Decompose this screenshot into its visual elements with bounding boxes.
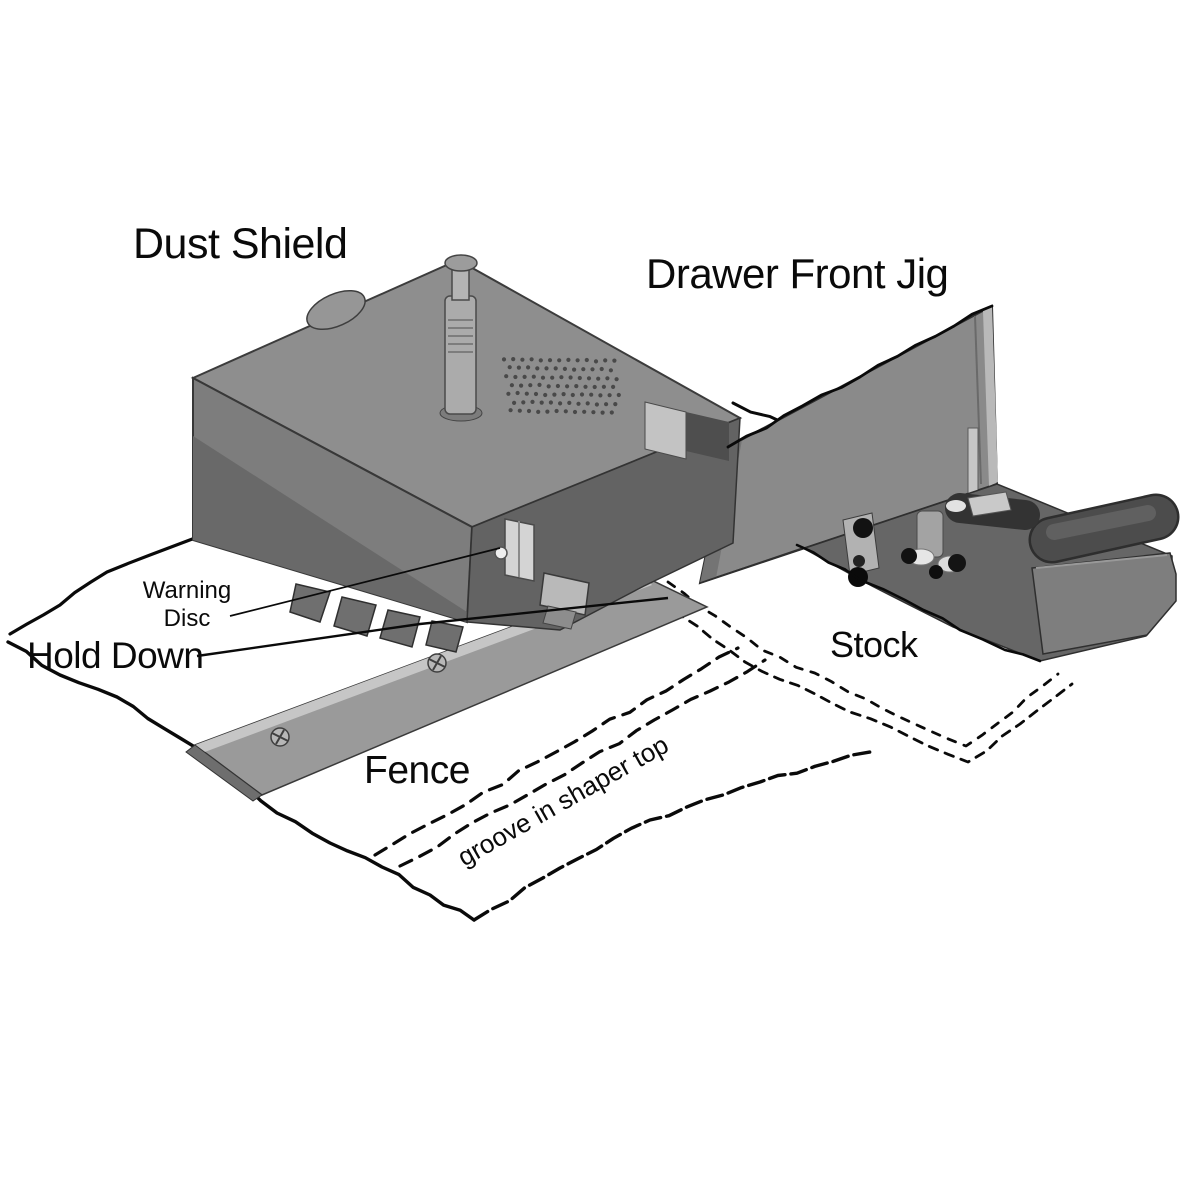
fence-end-cap [185,744,263,802]
dust-shield-bump [306,289,366,331]
leader-lines [196,547,669,658]
leader-line-hold-down [196,596,669,658]
label-dust-shield: Dust Shield [133,220,348,268]
label-warning-disc-line1: Warning [142,577,232,604]
hidden-edge-lines [726,304,1042,663]
cooling-fins [289,583,464,653]
spindle-rod [439,254,483,422]
label-stock: Stock [830,624,918,665]
vent-grille [501,357,621,415]
stock-board [1031,552,1177,655]
warning-disc-bracket [494,518,535,582]
hold-down-bracket [539,572,590,630]
jig-plate-post [967,427,979,499]
dust-shield-front-shade [193,436,467,622]
label-warning-disc-line2: Disc [163,605,211,632]
label-hold-down: Hold Down [27,635,204,676]
jig-plate-right-edge [983,306,998,486]
label-fence: Fence [364,749,470,792]
dust-shield-underside [466,416,741,631]
shaper-top-outline [6,401,1074,922]
fence-screw [427,653,447,673]
label-warning-disc: Warning Disc [132,577,242,633]
side-notch [644,401,729,461]
dust-shield-box [190,254,743,653]
leader-line-warning-disc [229,547,501,617]
warning-disc [494,546,508,560]
label-drawer-front-jig: Drawer Front Jig [646,250,949,297]
fence-screw [270,727,290,747]
toggle-clamps [842,491,1012,587]
